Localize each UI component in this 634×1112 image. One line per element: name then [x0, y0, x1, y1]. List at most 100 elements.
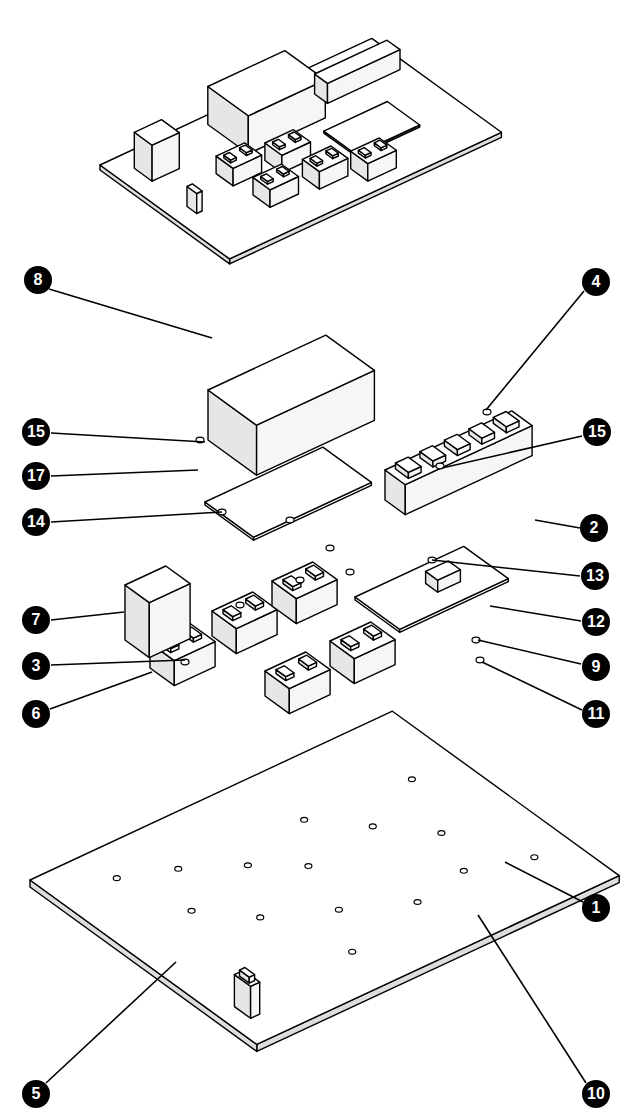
relay-terminal: [306, 565, 324, 576]
callout-circle: 13: [581, 562, 609, 590]
base-plate: [100, 38, 501, 259]
screw: [531, 855, 538, 860]
callout-circle: 10: [582, 1080, 610, 1108]
power-supply: [208, 51, 325, 116]
callout-number: 2: [590, 520, 599, 536]
leader-line: [482, 662, 582, 710]
callout-number: 1: [592, 900, 601, 916]
callout-number: 5: [32, 1086, 41, 1102]
relay-part: [351, 138, 397, 164]
control-board: [355, 546, 508, 629]
screw: [346, 569, 354, 575]
parts-illustration: [30, 38, 619, 1051]
relay-terminal: [276, 666, 294, 677]
terminal-block: [315, 40, 400, 83]
callout-circle: 9: [582, 653, 610, 681]
rocker-switch: [187, 184, 202, 194]
callout-circle: 2: [580, 514, 608, 542]
leader-line: [51, 470, 198, 476]
relay-terminal: [299, 655, 317, 666]
screw: [408, 777, 415, 782]
screw: [349, 949, 356, 954]
relay-terminal: [358, 148, 371, 156]
relay-part: [330, 622, 395, 659]
callout-number: 6: [32, 706, 41, 722]
relay-terminal: [246, 595, 264, 606]
relay-terminal: [326, 148, 339, 156]
leader-line: [442, 436, 582, 468]
screw: [305, 864, 312, 869]
screw: [326, 545, 334, 551]
screw: [301, 817, 308, 822]
switch-rocker: [240, 968, 255, 978]
screw: [175, 866, 182, 871]
board-relay: [426, 561, 461, 580]
callout-circle: 5: [22, 1080, 50, 1108]
callout-number: 17: [27, 468, 45, 484]
leader-line: [50, 672, 152, 709]
callout-number: 10: [587, 1086, 605, 1102]
callout-number: 14: [27, 514, 45, 530]
callout-circle: 14: [22, 508, 50, 536]
terminal-screw: [493, 412, 519, 427]
relay-part: [253, 164, 299, 190]
callout-circle: 11: [582, 700, 610, 728]
screw: [236, 602, 244, 608]
callout-number: 4: [592, 274, 601, 290]
relay-terminal: [364, 625, 382, 636]
leader-line: [51, 660, 185, 665]
relay-terminal: [310, 156, 323, 164]
leader-line: [478, 640, 581, 664]
callout-number: 3: [32, 658, 41, 674]
screw: [414, 900, 421, 905]
relay-terminal: [261, 174, 274, 182]
screw: [296, 577, 304, 583]
exploded-view: [30, 335, 619, 1051]
leader-line: [478, 915, 586, 1083]
relay-part: [265, 652, 330, 689]
callout-number: 7: [32, 612, 41, 628]
callout-circle: 7: [22, 606, 50, 634]
relay-terminal: [289, 132, 302, 140]
rocker-switch: [251, 982, 260, 1018]
callout-circle: 17: [22, 462, 50, 490]
terminal-screw: [396, 457, 422, 472]
screw: [113, 876, 120, 881]
screw: [244, 863, 251, 868]
leader-line: [432, 560, 580, 576]
leader-line: [46, 962, 176, 1083]
terminal-screw: [444, 434, 470, 449]
screw: [438, 831, 445, 836]
relay-terminal: [341, 636, 359, 647]
power-supply: [208, 335, 374, 425]
screw: [257, 915, 264, 920]
terminal-block: [385, 411, 532, 485]
rocker-switch: [197, 191, 202, 214]
relay-terminal: [273, 139, 286, 147]
callout-number: 12: [587, 614, 605, 630]
callout-number: 9: [592, 659, 601, 675]
callout-circle: 15: [22, 418, 50, 446]
leader-line: [51, 433, 205, 442]
callout-number: 8: [34, 272, 43, 288]
transformer: [134, 120, 179, 146]
leader-line: [49, 289, 212, 338]
terminal-screw: [469, 423, 495, 438]
leader-line: [490, 606, 581, 621]
callout-number: 11: [588, 706, 605, 722]
relay-part: [265, 130, 311, 156]
screw: [188, 908, 195, 913]
leader-line: [51, 512, 222, 522]
relay-part: [302, 146, 348, 172]
callout-circle: 12: [582, 608, 610, 636]
leader-line: [535, 520, 580, 528]
callout-circle: 6: [22, 700, 50, 728]
screw: [286, 517, 294, 523]
callout-number: 15: [588, 424, 606, 440]
terminal-screw: [420, 446, 446, 461]
callout-circle: 15: [583, 418, 611, 446]
transformer: [125, 566, 190, 603]
screw: [460, 868, 467, 873]
